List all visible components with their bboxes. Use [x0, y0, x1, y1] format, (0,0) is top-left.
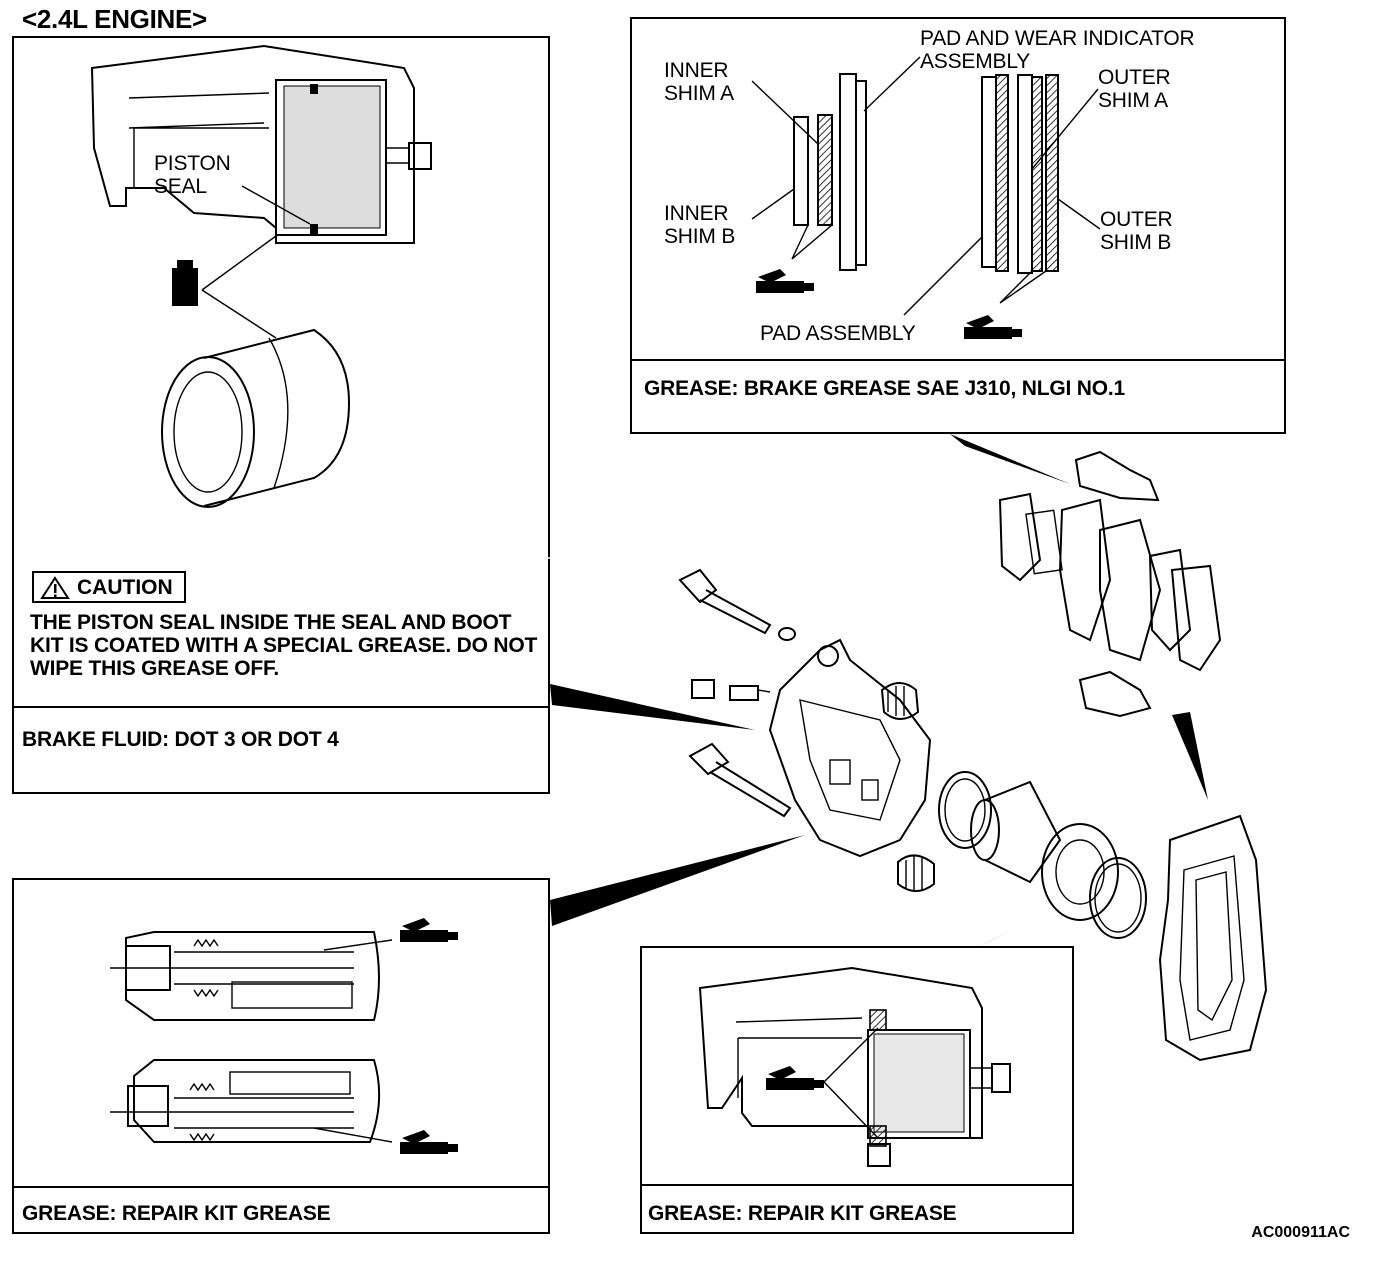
- pad-shim-panel: PAD AND WEAR INDICATOR ASSEMBLY INNER SH…: [630, 17, 1286, 434]
- figure-code: AC000911AC: [1251, 1224, 1350, 1241]
- guide-bolt-upper: [678, 568, 796, 641]
- caliper-bore-illustration: [698, 966, 1011, 1167]
- grease-tube-icon: [756, 269, 814, 293]
- guide-pin-grease-spec: GREASE: REPAIR KIT GREASE: [22, 1202, 331, 1225]
- page-title: <2.4L ENGINE>: [22, 4, 207, 34]
- piston-illustration: [161, 328, 351, 508]
- piston-seal-label: PISTON SEAL: [154, 152, 231, 198]
- brake-pad-set: [998, 450, 1222, 718]
- caution-badge: CAUTION: [32, 571, 186, 603]
- caliper-body: [768, 638, 932, 858]
- inner-shim-a-label: INNER SHIM A: [664, 59, 734, 105]
- outer-shim-a-label: OUTER SHIM A: [1098, 66, 1171, 112]
- warning-triangle-icon: [40, 576, 70, 599]
- caution-heading: CAUTION: [77, 576, 173, 599]
- inner-shim-b-label: INNER SHIM B: [664, 202, 736, 248]
- caliper-piston-illustration: [14, 44, 552, 559]
- brake-fluid-spec: BRAKE FLUID: DOT 3 OR DOT 4: [22, 728, 339, 751]
- caliper-bore-panel: GREASE: REPAIR KIT GREASE: [640, 946, 1074, 1234]
- piston: [970, 780, 1062, 884]
- grease-tube-icon: [400, 1130, 458, 1154]
- caliper-bore-grease-spec: GREASE: REPAIR KIT GREASE: [648, 1202, 957, 1225]
- brake-grease-spec: GREASE: BRAKE GREASE SAE J310, NLGI NO.1: [644, 377, 1125, 400]
- grease-tube-icon: [766, 1066, 824, 1090]
- brake-fluid-bottle-icon: [172, 260, 198, 306]
- guide-bolt-lower: [688, 742, 792, 818]
- caliper-support: [1158, 814, 1268, 1062]
- outer-shim-b-label: OUTER SHIM B: [1100, 208, 1173, 254]
- pad-shim-illustration: [751, 56, 1101, 339]
- guide-pin-panel: GREASE: REPAIR KIT GREASE: [12, 878, 550, 1234]
- guide-pin-illustration: [110, 918, 458, 1154]
- pad-wear-indicator-label: PAD AND WEAR INDICATOR ASSEMBLY: [920, 27, 1195, 73]
- grease-tube-icon: [964, 315, 1022, 339]
- caution-text: THE PISTON SEAL INSIDE THE SEAL AND BOOT…: [30, 611, 538, 680]
- piston-seal-panel: PISTON SEAL CAUTION THE PISTON SEAL INSI…: [12, 36, 552, 794]
- pad-assembly-label: PAD ASSEMBLY: [760, 322, 916, 345]
- grease-tube-icon: [400, 918, 458, 942]
